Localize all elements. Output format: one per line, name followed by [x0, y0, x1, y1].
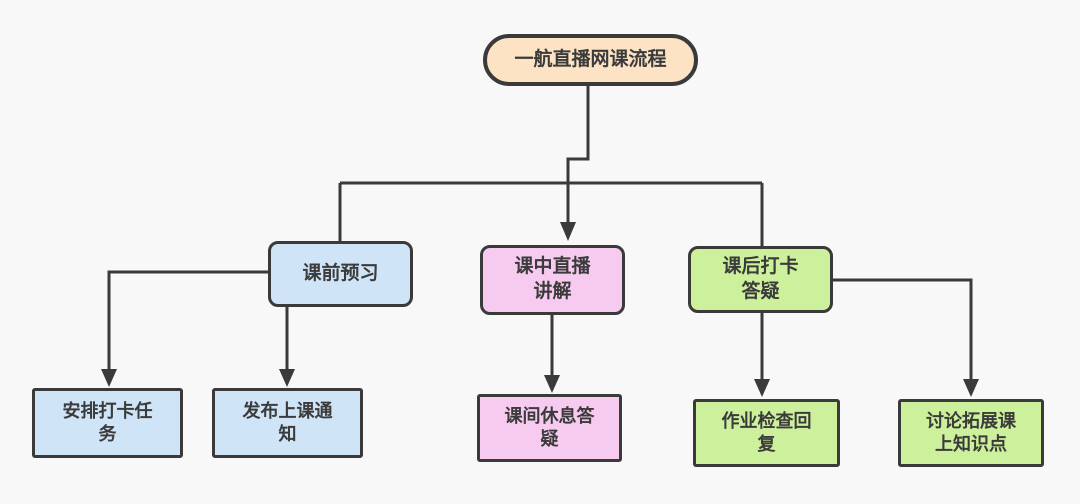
arrowhead-leaf4 — [963, 379, 979, 397]
leaf-node-homework-review: 作业检查回 复 — [693, 399, 840, 467]
branch-node-live-lecture: 课中直播 讲解 — [480, 245, 625, 315]
branch-node-pre-class: 课前预习 — [268, 241, 413, 307]
leaf-node-discussion-expand: 讨论拓展课 上知识点 — [898, 399, 1044, 467]
arrowhead-leaf3 — [754, 379, 770, 397]
edge-pre-to-leaf0 — [107, 270, 270, 369]
leaf-node-checkin-task: 安排打卡任 务 — [32, 388, 183, 458]
root-node-course-flow: 一航直播网课流程 — [483, 34, 698, 86]
branch-node-post-class: 课后打卡 答疑 — [688, 246, 833, 313]
arrowhead-leaf0 — [101, 369, 117, 387]
arrowhead-mid-branch — [560, 222, 576, 241]
edge-root-to-mid — [566, 85, 590, 224]
leaf-node-class-notice: 发布上课通 知 — [212, 388, 363, 458]
leaf-node-break-qa: 课间休息答 疑 — [477, 394, 622, 462]
arrowhead-leaf1 — [279, 369, 295, 387]
arrowhead-leaf2 — [544, 375, 560, 393]
edge-post-to-leaf4 — [832, 278, 973, 379]
